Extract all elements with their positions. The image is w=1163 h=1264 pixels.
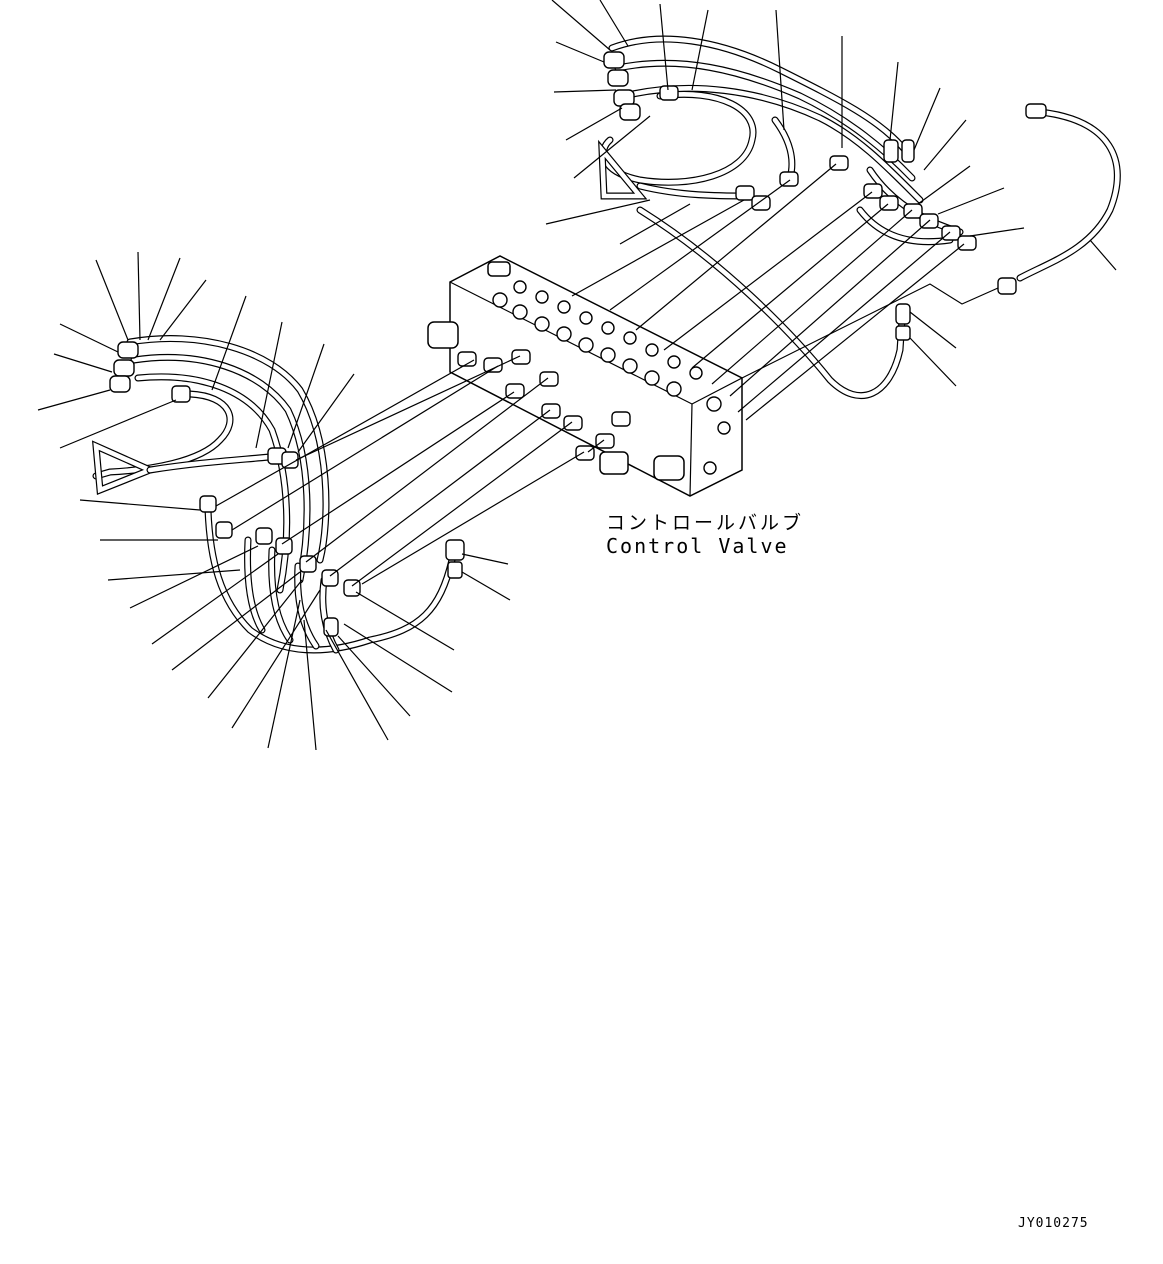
component-label-japanese: コントロールバルブ — [606, 512, 805, 534]
connection-lines — [215, 163, 999, 587]
left-hose-bundle — [91, 335, 465, 654]
control-valve-body — [427, 255, 743, 497]
drawing-code: JY010275 — [1018, 1216, 1089, 1231]
right-hose-bundle — [598, 35, 1121, 400]
leader-lines — [37, 0, 1117, 751]
component-label-english: Control Valve — [606, 534, 789, 558]
